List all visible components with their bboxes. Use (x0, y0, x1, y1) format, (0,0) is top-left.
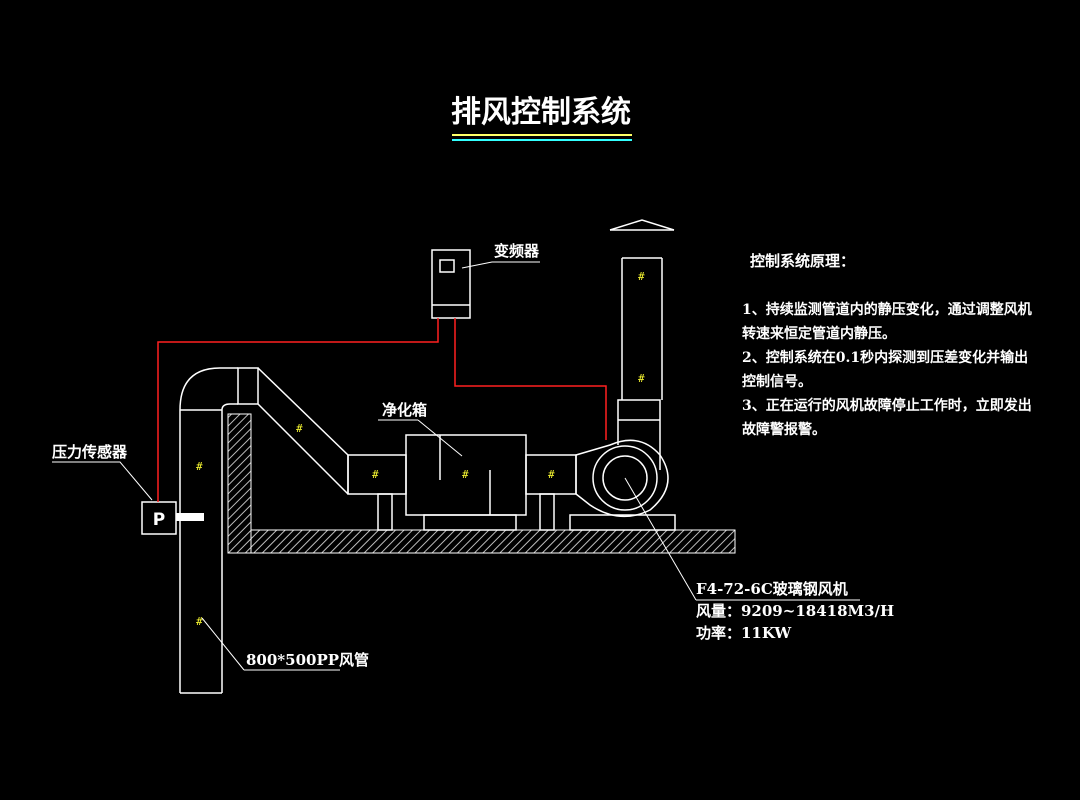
inverter-label: 变频器 (494, 242, 540, 260)
signal-wires (157, 318, 607, 502)
principle-heading: 控制系统原理： (750, 252, 855, 270)
principle-line: 转速来恒定管道内静压。 (742, 325, 896, 342)
flow-marker: # (462, 468, 469, 481)
leader-lines (52, 261, 860, 671)
diagram-title: 排风控制系统 (451, 95, 631, 130)
flow-marker: # (296, 422, 303, 435)
principle-line: 2、控制系统在0.1秒内探测到压差变化并输出 (742, 349, 1028, 366)
purifier-label: 净化箱 (382, 401, 427, 419)
flow-marker: # (196, 460, 203, 473)
centrifugal-fan (569, 399, 676, 531)
sensor-letter: P (153, 510, 165, 530)
vertical-duct (179, 367, 259, 694)
inverter-cabinet (431, 249, 471, 319)
fan-power-label: 功率：11KW (696, 624, 792, 642)
duct-label: 800*500PP风管 (246, 651, 369, 669)
pressure-sensor: P (141, 501, 204, 535)
fan-model-label: F4-72-6C玻璃钢风机 (696, 580, 848, 598)
principle-line: 故障警报警。 (742, 421, 826, 438)
pressure-sensor-label: 压力传感器 (52, 443, 128, 461)
flow-marker: # (548, 468, 555, 481)
principle-line: 1、持续监测管道内的静压变化，通过调整风机 (742, 301, 1032, 318)
flow-marker: # (638, 270, 645, 283)
sloped-duct (257, 367, 349, 495)
flow-marker: # (196, 615, 203, 628)
fan-airflow-label: 风量：9209~18418M3/H (696, 602, 894, 620)
outlet-duct-segment (525, 454, 577, 531)
principle-line: 3、正在运行的风机故障停止工作时，立即发出 (742, 397, 1032, 414)
flow-marker: # (638, 372, 645, 385)
purifier-box (377, 434, 527, 531)
exhaust-stack (609, 219, 675, 400)
principle-line: 控制信号。 (742, 373, 812, 390)
flow-marker: # (372, 468, 379, 481)
